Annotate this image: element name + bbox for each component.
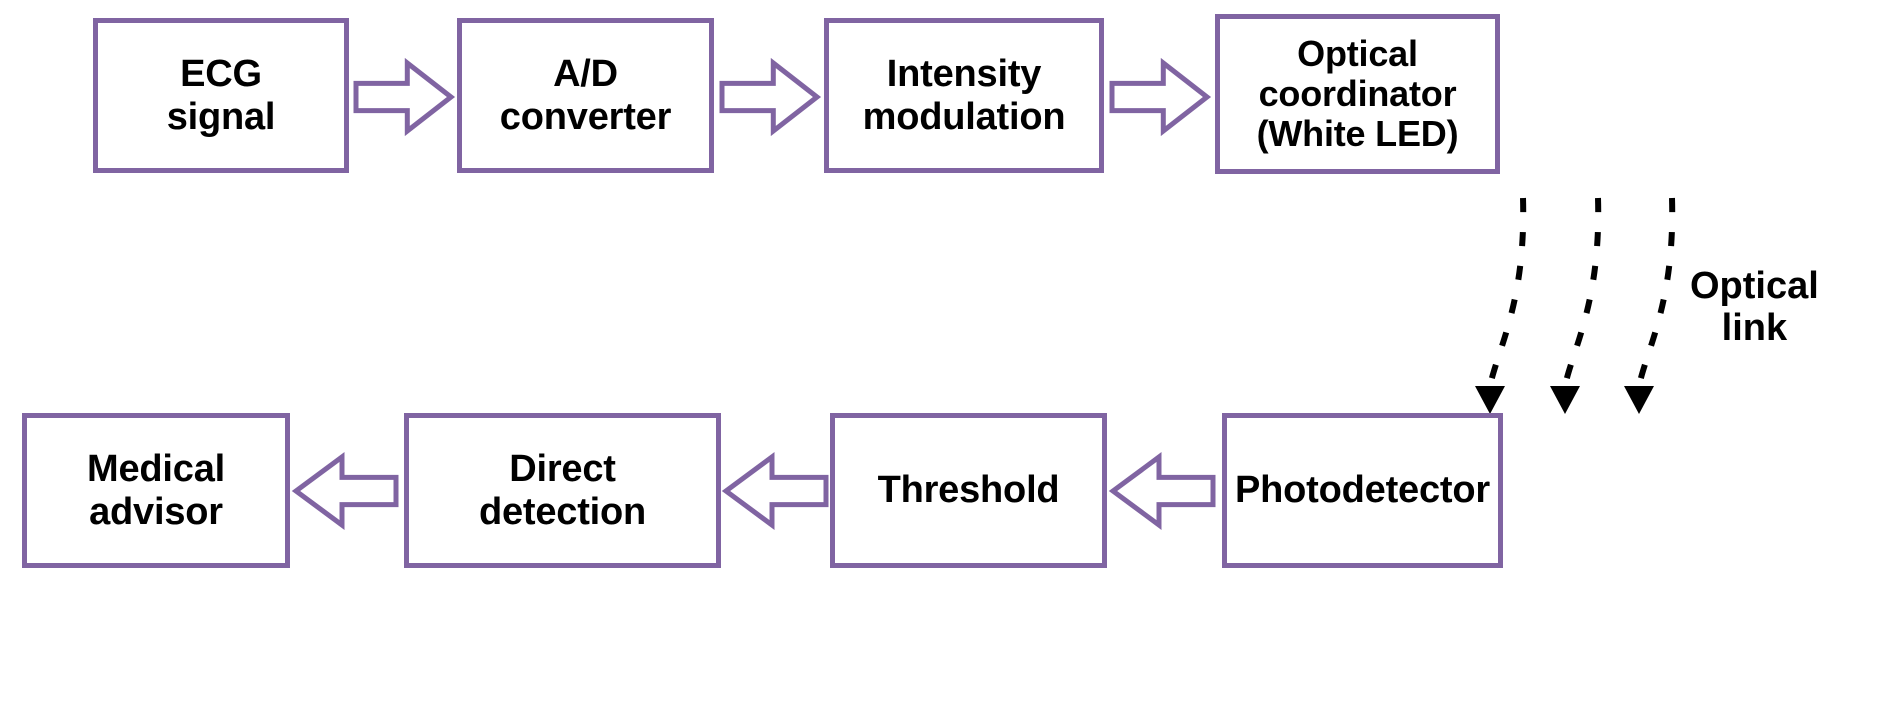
arrow-photodetector-to-threshold	[1108, 452, 1216, 530]
arrow-threshold-to-direct	[721, 452, 829, 530]
node-intensity-modulation[interactable]: Intensity modulation	[824, 18, 1104, 173]
node-label-medical-advisor: Medical advisor	[87, 447, 225, 533]
node-label-threshold: Threshold	[877, 469, 1060, 512]
node-threshold[interactable]: Threshold	[830, 413, 1107, 568]
optical-beam-1-path	[1487, 197, 1527, 387]
node-direct-detection[interactable]: Direct detection	[404, 413, 721, 568]
node-label-ad-converter: A/D converter	[499, 52, 672, 138]
arrow-ad-to-intensity	[719, 57, 822, 137]
arrow-ecg-to-ad-shape	[353, 57, 456, 137]
arrow-intensity-to-optical-shape	[1109, 57, 1212, 137]
optical-beam-2-path	[1562, 197, 1602, 387]
optical-beam-2-arrowhead	[1550, 386, 1580, 414]
node-medical-advisor[interactable]: Medical advisor	[22, 413, 290, 568]
optical-beam-1-arrowhead	[1475, 386, 1505, 414]
arrow-ad-to-intensity-shape	[719, 57, 822, 137]
arrow-direct-to-medical	[291, 452, 399, 530]
node-label-direct-detection: Direct detection	[478, 447, 647, 533]
node-ecg-signal[interactable]: ECG signal	[93, 18, 349, 173]
arrow-photodetector-to-threshold-shape	[1108, 452, 1216, 530]
arrow-intensity-to-optical	[1109, 57, 1212, 137]
optical-link-label: Optical link	[1690, 265, 1819, 349]
node-photodetector[interactable]: Photodetector	[1222, 413, 1503, 568]
node-label-intensity-modulation: Intensity modulation	[862, 52, 1066, 138]
optical-beam-3-arrowhead	[1624, 386, 1654, 414]
optical-beam-3-path	[1636, 197, 1676, 387]
arrow-direct-to-medical-shape	[291, 452, 399, 530]
node-optical-coordinator[interactable]: Optical coordinator (White LED)	[1215, 14, 1500, 174]
node-label-ecg-signal: ECG signal	[166, 52, 276, 138]
arrow-ecg-to-ad	[353, 57, 456, 137]
node-label-photodetector: Photodetector	[1235, 469, 1490, 512]
node-label-optical-coordinator: Optical coordinator (White LED)	[1256, 32, 1459, 155]
node-ad-converter[interactable]: A/D converter	[457, 18, 714, 173]
arrow-threshold-to-direct-shape	[721, 452, 829, 530]
